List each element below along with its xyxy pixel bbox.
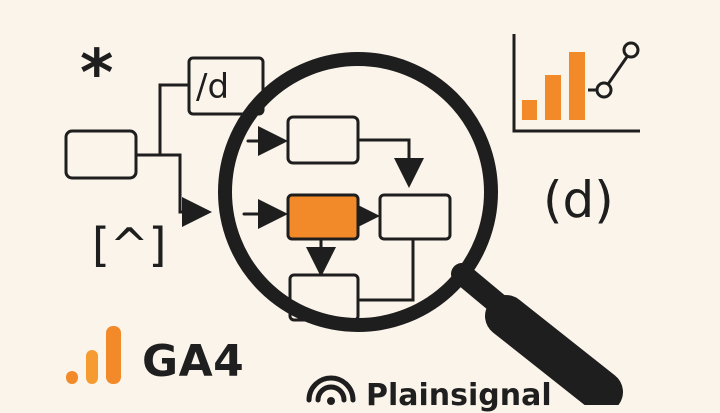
bar-3 xyxy=(569,52,585,120)
flow-left xyxy=(64,56,265,227)
bar-2 xyxy=(545,75,561,120)
ga4-wordmark: GA4 xyxy=(142,336,245,387)
arrow-a-to-c xyxy=(356,138,424,188)
connector-down xyxy=(158,153,212,227)
plainsignal-wordmark: Plainsignal xyxy=(366,378,552,413)
magnifier-lens-rim xyxy=(218,52,498,332)
magnifying-glass-icon xyxy=(218,52,623,405)
flow-box-highlight xyxy=(286,193,360,241)
connector-up xyxy=(134,83,191,157)
ga4-bars-icon xyxy=(66,326,121,384)
bar-chart-icon xyxy=(512,34,640,133)
bar-1 xyxy=(522,100,537,120)
slash-d-symbol: /d xyxy=(196,67,230,107)
connector-c-down xyxy=(358,237,415,302)
magnifier-handle xyxy=(485,295,623,405)
plainsignal-logo-icon xyxy=(306,375,356,405)
asterisk-symbol: * xyxy=(80,37,114,111)
paren-d-symbol: (d) xyxy=(543,171,614,229)
trend-point-1 xyxy=(595,81,613,99)
flow-box-start xyxy=(64,129,138,180)
flow-box-a xyxy=(286,115,360,165)
magnifier-neck xyxy=(451,263,509,315)
trend-point-2 xyxy=(622,41,640,59)
flow-box-c xyxy=(378,193,452,241)
caret-symbol: [^] xyxy=(92,218,167,272)
